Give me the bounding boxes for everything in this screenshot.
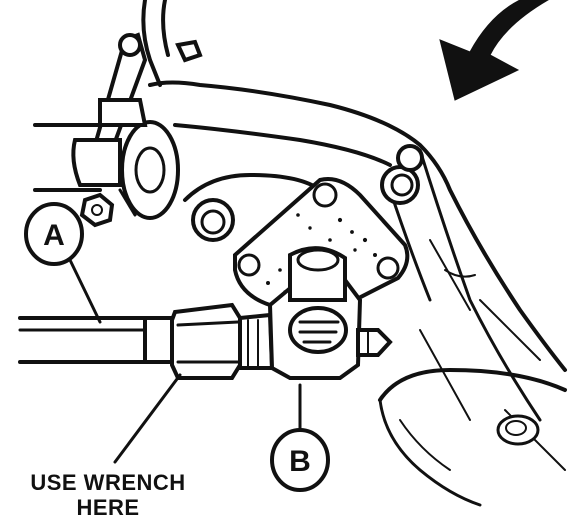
bracket-housing: [148, 80, 567, 507]
callout-a: A: [24, 202, 84, 266]
bracket-bolts: [191, 144, 424, 242]
upper-linkage: [33, 0, 203, 228]
caption-line-1: USE WRENCH: [30, 470, 186, 495]
hose-line: [18, 316, 180, 364]
callout-b: B: [270, 428, 330, 492]
fitting-nut: [170, 302, 275, 380]
callout-a-label: A: [43, 219, 65, 252]
valve-body: [267, 246, 393, 380]
leader-lines: [68, 258, 302, 464]
curved-arrow-icon: [439, 0, 549, 101]
mounting-flange: [233, 177, 410, 307]
callout-b-label: B: [289, 445, 311, 478]
wrench-instruction-caption: USE WRENCH HERE: [8, 470, 208, 520]
caption-line-2: HERE: [76, 495, 140, 520]
